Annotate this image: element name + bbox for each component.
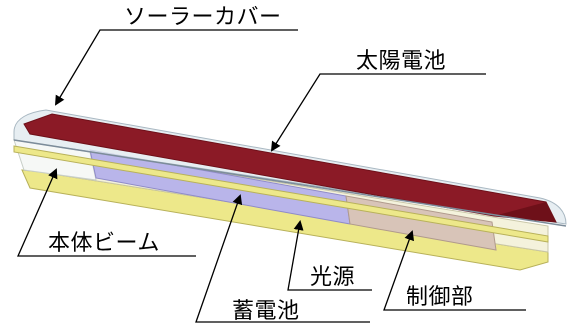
leader-solar-cover <box>54 29 298 106</box>
storage-battery-label: 蓄電池 <box>232 299 300 324</box>
light-source-label: 光源 <box>310 265 356 290</box>
leader-storage-battery <box>195 194 370 323</box>
solar-panel-label: 太陽電池 <box>356 49 447 74</box>
control-unit-label: 制御部 <box>406 285 474 310</box>
leader-body-beam <box>17 168 196 257</box>
solar-cover-label: ソーラーカバー <box>124 5 282 30</box>
body-beam-upper-rail <box>13 145 549 243</box>
leader-solar-panel <box>270 73 486 152</box>
leader-control-unit <box>383 230 526 311</box>
cover-edge <box>13 139 567 227</box>
body-beam-label: 本体ビーム <box>48 231 160 256</box>
leader-light-source <box>287 220 372 291</box>
